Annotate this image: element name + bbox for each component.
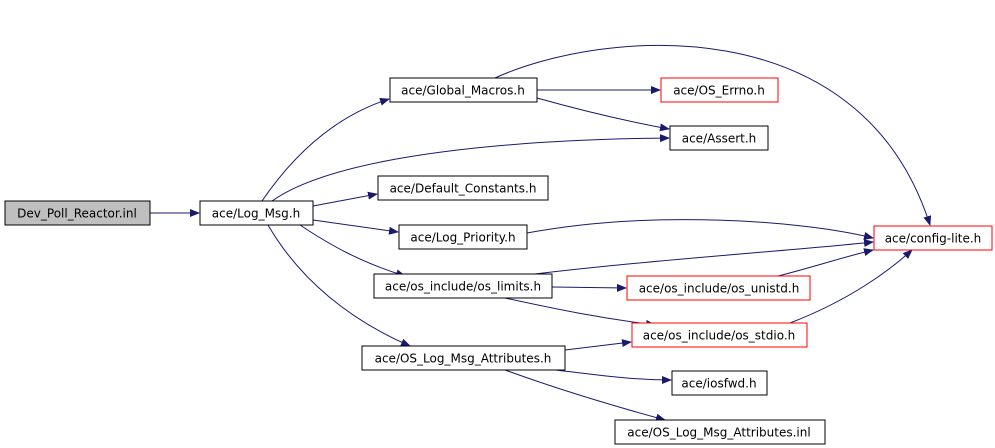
node-iosfwd-h[interactable]: ace/iosfwd.h (671, 370, 768, 396)
node-label: ace/os_include/os_unistd.h (639, 282, 800, 296)
edge-path (551, 283, 627, 292)
node-label: ace/iosfwd.h (681, 377, 756, 391)
node-label: ace/os_include/os_stdio.h (643, 329, 796, 343)
edge-global-macros-h-to-assert-h (536, 97, 670, 132)
node-os-limits-h[interactable]: ace/os_include/os_limits.h (373, 273, 553, 299)
edge-os-unistd-h-to-config-lite-h (777, 248, 874, 277)
node-default-constants-h[interactable]: ace/Default_Constants.h (377, 175, 549, 201)
edge-log-priority-h-to-config-lite-h (526, 219, 874, 240)
node-os-log-msg-attributes-h[interactable]: ace/OS_Log_Msg_Attributes.h (361, 345, 566, 371)
node-label: ace/OS_Errno.h (673, 84, 765, 98)
edge-path (554, 369, 672, 384)
edge-os-log-msg-attributes-h-to-os-stdio-h (564, 339, 632, 351)
node-label: ace/Log_Priority.h (410, 231, 515, 245)
edge-path (299, 224, 406, 278)
node-label: ace/OS_Log_Msg_Attributes.inl (627, 426, 810, 440)
edge-log-msg-h-to-default-constants-h (312, 191, 378, 207)
node-os-stdio-h[interactable]: ace/os_include/os_stdio.h (631, 322, 808, 348)
nodes-layer: Dev_Poll_Reactor.inl ace/Log_Msg.h ace/G… (4, 77, 993, 445)
edge-log-msg-h-to-global-macros-h (261, 97, 390, 202)
node-label: ace/Assert.h (682, 132, 757, 146)
edge-os-log-msg-attributes-h-to-os-log-msg-attributes-inl (504, 369, 666, 422)
node-log-msg-h[interactable]: ace/Log_Msg.h (199, 200, 314, 226)
edge-path (267, 224, 411, 347)
node-label: ace/Log_Msg.h (212, 207, 300, 221)
node-label: ace/config-lite.h (885, 232, 982, 246)
edge-log-msg-h-to-assert-h (271, 134, 670, 202)
node-config-lite-h[interactable]: ace/config-lite.h (873, 225, 993, 251)
node-label: ace/Global_Macros.h (401, 84, 525, 98)
node-label: ace/OS_Log_Msg_Attributes.h (375, 352, 552, 366)
node-dev-poll-reactor-inl[interactable]: Dev_Poll_Reactor.inl (4, 200, 151, 226)
node-global-macros-h[interactable]: ace/Global_Macros.h (389, 77, 538, 103)
edge-log-msg-h-to-log-priority-h (312, 219, 399, 235)
edge-path (504, 297, 656, 328)
edge-global-macros-h-to-config-lite-h (494, 44, 932, 226)
edge-os-limits-h-to-config-lite-h (534, 239, 874, 275)
edge-path (312, 191, 378, 207)
node-label: Dev_Poll_Reactor.inl (17, 207, 137, 221)
edge-os-limits-h-to-os-unistd-h (551, 283, 627, 292)
node-os-unistd-h[interactable]: ace/os_include/os_unistd.h (626, 275, 811, 301)
node-label: ace/os_include/os_limits.h (385, 280, 541, 294)
edge-path (777, 248, 874, 277)
edge-path (504, 369, 666, 422)
edge-path (271, 134, 670, 202)
node-os-log-msg-attributes-inl[interactable]: ace/OS_Log_Msg_Attributes.inl (614, 419, 826, 445)
edge-path (789, 249, 913, 324)
edge-path (534, 239, 874, 275)
edge-path (494, 44, 932, 226)
node-log-priority-h[interactable]: ace/Log_Priority.h (398, 224, 528, 250)
edge-path (312, 219, 399, 235)
edge-log-msg-h-to-os-limits-h (299, 224, 406, 278)
edge-os-log-msg-attributes-h-to-iosfwd-h (554, 369, 672, 384)
node-os-errno-h[interactable]: ace/OS_Errno.h (660, 77, 779, 103)
edge-os-stdio-h-to-config-lite-h (789, 249, 913, 324)
edge-log-msg-h-to-os-log-msg-attributes-h (267, 224, 411, 347)
edge-path (536, 97, 670, 132)
edge-path (564, 339, 632, 351)
node-assert-h[interactable]: ace/Assert.h (669, 125, 769, 151)
edge-path (261, 97, 390, 202)
edge-os-limits-h-to-os-stdio-h (504, 297, 656, 328)
node-label: ace/Default_Constants.h (390, 182, 537, 196)
edge-path (526, 219, 874, 240)
